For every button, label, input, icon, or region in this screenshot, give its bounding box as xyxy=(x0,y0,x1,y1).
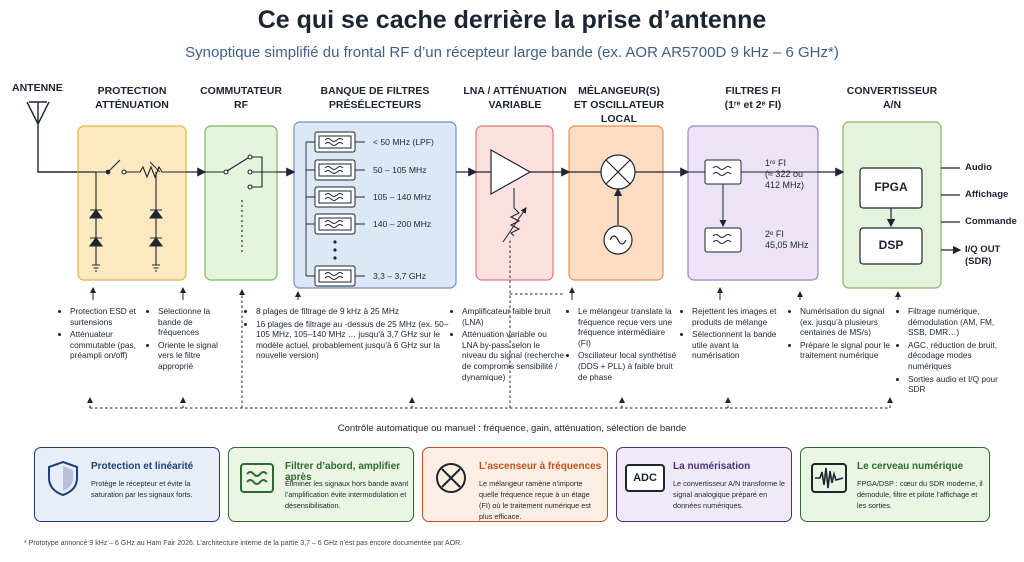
control-bus xyxy=(87,240,893,409)
card-title: Protection et linéarité xyxy=(91,461,194,472)
desc-if: Rejettent les images et produits de méla… xyxy=(682,306,788,363)
antenna-icon xyxy=(26,101,78,173)
card-brain: Le cerveau numérique FPGA/DSP : cœur du … xyxy=(800,447,990,522)
stage-title-protection: PROTECTION ATTÉNUATION xyxy=(95,85,169,111)
filter-ellipsis xyxy=(333,240,337,260)
protection-box xyxy=(77,125,187,281)
if2-label: 2ᵉ FI 45,05 MHz xyxy=(765,229,809,250)
card-filter: Filtrer d’abord, amplifier après Élimine… xyxy=(228,447,414,522)
card-text: Le mélangeur ramène n’importe quelle fré… xyxy=(479,479,591,521)
output-iq: I/Q OUT (SDR) xyxy=(965,244,1001,267)
output-display: Affichage xyxy=(965,189,1009,200)
if-filter-box xyxy=(687,125,819,281)
stage-title-adc: CONVERTISSEUR A/N xyxy=(846,85,938,111)
switch-box xyxy=(204,125,278,281)
desc-dsp: Filtrage numérique, démodulation (AM, FM… xyxy=(898,306,1010,397)
mixer-icon xyxy=(436,463,466,493)
page-title: Ce qui se cache derrière la prise d’ante… xyxy=(257,6,767,34)
stage-title-if: FILTRES FI (1ʳᵉ et 2ᵉ FI) xyxy=(724,85,782,111)
card-text: Le convertisseur A/N transforme le signa… xyxy=(673,479,785,510)
fpga-label: FPGA xyxy=(874,180,908,194)
desc-adc: Numérisation du signal (ex. jusqu’à plus… xyxy=(790,306,892,363)
stage-title-lna: LNA / ATTÉNUATION VARIABLE xyxy=(463,85,567,111)
mixer-icon xyxy=(569,154,663,255)
desc-filters: 8 plages de filtrage de 9 kHz à 25 MHz16… xyxy=(246,306,451,363)
desc-lna: Amplificateur faible bruit (LNA)Atténuat… xyxy=(452,306,564,384)
card-text: FPGA/DSP : cœur du SDR moderne, il démod… xyxy=(857,479,983,510)
card-protection: Protection et linéarité Protège le récep… xyxy=(34,447,220,522)
filter-label: 50 – 105 MHz xyxy=(373,165,427,175)
filter-label: < 50 MHz (LPF) xyxy=(373,137,434,147)
stage-title-filter-bank: BANQUE DE FILTRES PRÉSÉLECTEURS xyxy=(320,85,430,111)
filter-label: 3,3 – 3,7 GHz xyxy=(373,271,427,281)
output-command: Commande xyxy=(965,216,1017,227)
description-arrows xyxy=(90,287,901,300)
card-title: Filtrer d’abord, amplifier après xyxy=(285,461,401,483)
card-title: La numérisation xyxy=(673,461,751,472)
card-title: Le cerveau numérique xyxy=(857,461,964,472)
shield-icon xyxy=(48,460,78,497)
card-title: L’ascenseur à fréquences xyxy=(479,461,602,472)
antenna-label: ANTENNE xyxy=(12,82,63,94)
desc-mixer: Le mélangeur translate la fréquence reçu… xyxy=(568,306,680,384)
card-text: Éliminer les signaux hors bande avant l’… xyxy=(285,479,409,510)
filter-icon xyxy=(240,463,274,493)
waveform-icon xyxy=(811,463,847,493)
adc-icon: ADC xyxy=(625,464,665,492)
adc-internals xyxy=(859,167,960,265)
if-filter-icons xyxy=(688,159,818,253)
rf-switch-icon xyxy=(205,154,277,255)
card-adc: ADC La numérisation Le convertisseur A/N… xyxy=(616,447,792,522)
page-subtitle: Synoptique simplifié du frontal RF d’un … xyxy=(185,44,839,61)
dsp-label: DSP xyxy=(878,238,904,252)
filter-label: 105 – 140 MHz xyxy=(373,192,432,202)
filter-label: 140 – 200 MHz xyxy=(373,219,432,229)
desc-protection: Protection ESD et surtensionsAtténuateur… xyxy=(60,306,140,363)
protection-circuit xyxy=(88,159,186,272)
card-mixer: L’ascenseur à fréquences Le mélangeur ra… xyxy=(422,447,608,522)
footnote: * Prototype annoncé 9 kHz – 6 GHz au Ham… xyxy=(24,540,463,547)
if1-label: 1ʳᵉ FI (≈ 322 ou 412 MHz) xyxy=(765,158,805,190)
mixer-box xyxy=(568,125,664,281)
stage-title-mixer: MÉLANGEUR(S) ET OSCILLATEUR LOCAL xyxy=(573,85,665,125)
stage-title-switch: COMMUTATEUR RF xyxy=(200,85,282,111)
filter-wave-glyphs xyxy=(305,138,365,280)
control-caption: Contrôle automatique ou manuel : fréquen… xyxy=(337,423,687,434)
card-text: Protège le récepteur et évite la saturat… xyxy=(91,479,193,499)
output-audio: Audio xyxy=(965,162,992,173)
lna-triangle-icon xyxy=(476,148,553,243)
desc-switch: Sélectionne la bande de fréquencesOrient… xyxy=(148,306,226,374)
